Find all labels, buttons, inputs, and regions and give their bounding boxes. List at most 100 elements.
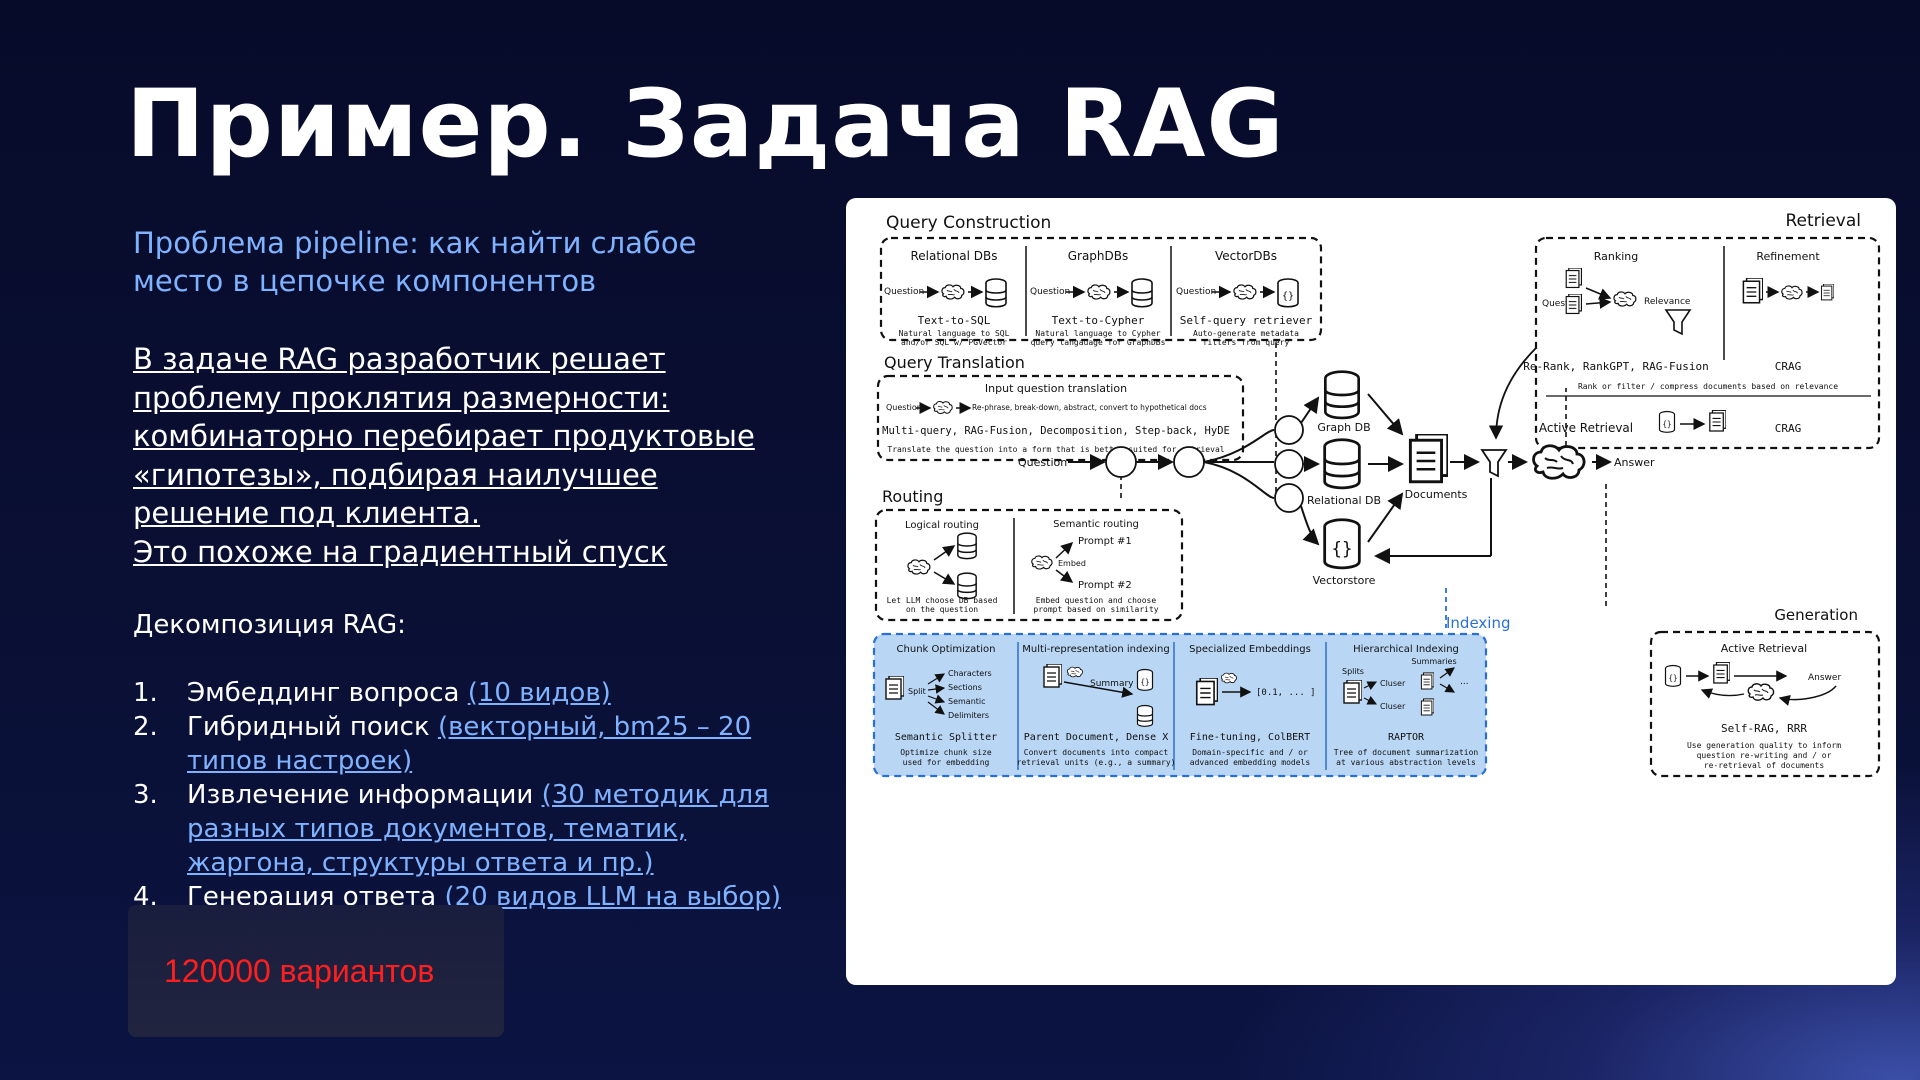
- lead-text: В задаче RAG разработчик решает проблему…: [133, 340, 813, 571]
- document-icon: [1742, 278, 1763, 304]
- query-translation-box: [876, 374, 1245, 462]
- active-retrieval-label: Active Retrieval: [1721, 642, 1807, 655]
- relational-dbs-title: Relational DBs: [910, 249, 997, 263]
- generation-title: Generation: [1774, 606, 1858, 624]
- indexing-title: Indexing: [1446, 614, 1511, 632]
- documents-label: Documents: [1405, 488, 1468, 501]
- cluster-label: Cluser: [1380, 679, 1406, 688]
- multi-desc: retrieval units (e.g., a summary): [1017, 758, 1176, 767]
- vector-desc: Auto-generate metadata: [1193, 329, 1299, 338]
- vector-database-icon: [1277, 278, 1299, 308]
- flow-node: [1274, 483, 1304, 513]
- splits-label: Splits: [1342, 667, 1364, 676]
- graph-desc: Natural language to Cypher: [1035, 329, 1160, 338]
- list-item-text: Эмбеддинг вопроса: [187, 678, 468, 708]
- variants-text: 120000 вариантов: [164, 953, 435, 989]
- llm-brain-icon: [1066, 666, 1083, 678]
- semantic-splitter-label: Semantic Splitter: [895, 732, 997, 743]
- database-icon: [985, 278, 1007, 308]
- query-translation-title: Query Translation: [884, 353, 1025, 372]
- ellipsis-label: ...: [1460, 677, 1469, 687]
- llm-brain-icon: [1613, 291, 1637, 307]
- document-icon: [1420, 698, 1434, 716]
- lead-line: «гипотезы», подбирая наилучшее: [133, 457, 658, 492]
- embedding-vector-label: [0.1, ... ]: [1256, 688, 1316, 698]
- parent-document-label: Parent Document, Dense X: [1024, 732, 1169, 743]
- graph-database-icon: [957, 572, 977, 600]
- graph-desc: query langauage for GraphDBs: [1031, 338, 1166, 347]
- list-item: 2. Гибридный поиск (векторный, bm25 – 20…: [133, 710, 813, 778]
- graph-dbs-title: GraphDBs: [1068, 249, 1129, 263]
- document-icon: [1565, 268, 1582, 289]
- graph-database-icon: [1131, 278, 1153, 308]
- list-item-number: 3.: [133, 780, 158, 810]
- semantic-routing-label: Semantic routing: [1053, 519, 1139, 530]
- crag-label: CRAG: [1775, 422, 1802, 435]
- multi-desc: Convert documents into compact: [1024, 748, 1169, 757]
- document-icon: [1565, 294, 1582, 315]
- answer-label: Answer: [1614, 456, 1655, 469]
- logical-routing-label: Logical routing: [905, 520, 979, 531]
- list-item-text: Гибридный поиск: [187, 712, 438, 742]
- lead-line: проблему проклятия размерности:: [133, 380, 670, 415]
- relevance-label: Relevance: [1644, 297, 1691, 307]
- relational-desc: and/or SQL w/ PGVector: [901, 338, 1007, 347]
- document-icon: [1195, 678, 1218, 706]
- lead-line: решение под клиента.: [133, 496, 481, 530]
- routing-title: Routing: [882, 487, 943, 506]
- list-item-number: 2.: [133, 712, 158, 742]
- generation-desc: question re-writing and / or: [1697, 751, 1832, 760]
- ranking-label: Ranking: [1594, 250, 1639, 263]
- self-rag-label: Self-RAG, RRR: [1721, 722, 1807, 735]
- question-label: Question: [1030, 287, 1070, 297]
- database-icon: [1136, 704, 1154, 727]
- crag-label: CRAG: [1775, 360, 1802, 373]
- list-item-link[interactable]: (векторный, bm25 – 20 типов настроек): [187, 712, 752, 776]
- prompt-2-label: Prompt #2: [1078, 580, 1132, 591]
- vector-dbs-title: VectorDBs: [1215, 249, 1277, 263]
- slide-subtitle: Проблема pipeline: как найти слабое мест…: [133, 226, 697, 298]
- decomposition-label: Декомпозиция RAG:: [133, 610, 406, 640]
- flow-question-label: Question: [1018, 456, 1067, 469]
- relational-db-label: Relational DB: [1307, 494, 1381, 507]
- cluster-label: Cluser: [1380, 702, 1406, 711]
- retrieval-box: [1534, 236, 1881, 450]
- prompt-1-label: Prompt #1: [1078, 536, 1132, 547]
- graph-db-label: Graph DB: [1317, 421, 1370, 434]
- generation-desc: re-retrieval of documents: [1704, 761, 1825, 770]
- input-translation-label: Input question translation: [985, 382, 1127, 395]
- question-label: Question: [1176, 287, 1216, 297]
- raptor-label: RAPTOR: [1388, 732, 1425, 743]
- question-label: Question: [1542, 299, 1582, 309]
- logical-desc: on the question: [906, 605, 978, 614]
- slide-title: Пример. Задача RAG: [126, 70, 1285, 179]
- variants-box: 120000 вариантов: [128, 905, 504, 1037]
- question-label: Question: [884, 287, 924, 297]
- filter-icon: [1664, 309, 1692, 336]
- generation-desc: Use generation quality to inform: [1687, 741, 1841, 750]
- rank-desc: Rank or filter / compress documents base…: [1578, 382, 1838, 391]
- delimiters-label: Delimiters: [948, 711, 989, 720]
- list-item-link[interactable]: (10 видов): [467, 678, 611, 708]
- flow-node: [1274, 449, 1304, 479]
- multi-representation-title: Multi-representation indexing: [1022, 644, 1169, 655]
- translation-desc: Translate the question into a form that …: [887, 445, 1224, 454]
- decomposition-list: 1. Эмбеддинг вопроса (10 видов) 2. Гибри…: [133, 676, 813, 914]
- llm-brain-icon: [1233, 284, 1257, 300]
- hierarchical-desc: Tree of document summarization: [1334, 748, 1479, 757]
- active-retrieval-label: Active Retrieval: [1539, 421, 1633, 435]
- specialized-embeddings-title: Specialized Embeddings: [1189, 644, 1311, 655]
- document-icon: [1820, 284, 1834, 301]
- query-construction-title: Query Construction: [886, 213, 1051, 233]
- summary-label: Summary: [1090, 679, 1134, 689]
- documents-icon: [1408, 434, 1448, 484]
- semantic-desc: prompt based on similarity: [1033, 605, 1158, 614]
- list-item-text: Извлечение информации: [187, 780, 542, 810]
- list-item-link[interactable]: (30 методик для разных типов документов,…: [187, 780, 769, 878]
- specialized-desc: advanced embedding models: [1190, 758, 1311, 767]
- hierarchical-desc: at various abstraction levels: [1336, 758, 1476, 767]
- semantic-label: Semantic: [948, 697, 986, 706]
- llm-brain-icon: [941, 284, 965, 300]
- lead-line: Это похоже на градиентный спуск: [133, 534, 668, 569]
- filter-icon: [1480, 449, 1508, 478]
